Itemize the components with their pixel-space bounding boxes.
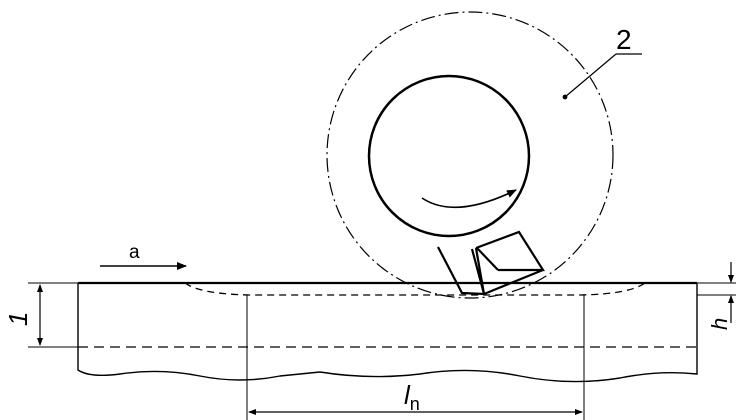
- dimension-ln: [246, 295, 585, 420]
- label-ln-main: l: [404, 380, 411, 410]
- cutter-body: [367, 74, 531, 238]
- workpiece: [77, 281, 698, 383]
- label-h: h: [707, 318, 732, 330]
- dimension-h: [697, 262, 736, 323]
- workpiece-bottom-edge: [319, 283, 698, 383]
- cutter-outer-circle: [326, 11, 614, 299]
- dimension-1: [28, 282, 78, 348]
- cutter-tooth: [437, 230, 545, 296]
- workpiece-left-edge: [77, 283, 321, 381]
- label-ln-sub: n: [410, 394, 420, 414]
- label-2: 2: [616, 24, 632, 55]
- cut-profile-dashed: [184, 282, 646, 296]
- cutter: [326, 11, 642, 299]
- label-1: 1: [3, 312, 33, 326]
- label-ln: ln: [404, 380, 420, 414]
- label-feed-a: a: [129, 242, 140, 263]
- rotation-arrow: [421, 189, 517, 209]
- leader-2: [564, 53, 617, 98]
